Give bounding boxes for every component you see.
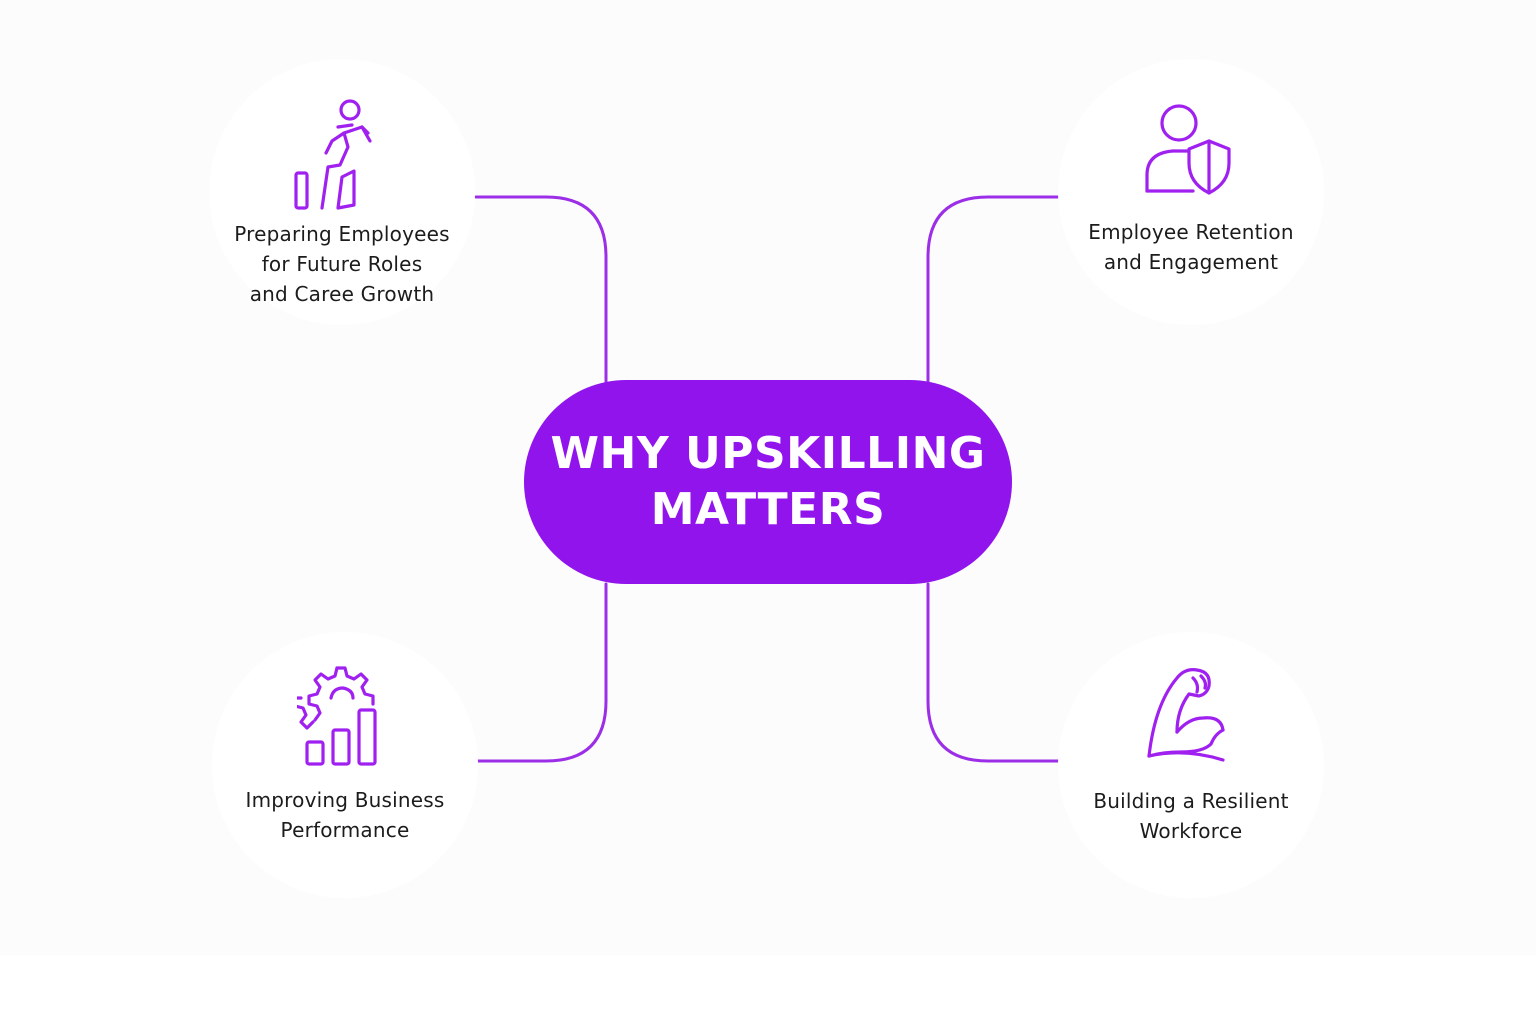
node-improving-business: Improving Business Performance: [212, 632, 478, 898]
label-line: Building a Resilient: [1093, 789, 1289, 813]
connector-top-left: [474, 195, 608, 384]
connector-bottom-right: [926, 582, 1060, 763]
climbing-person-icon: [294, 99, 372, 210]
label-line: Preparing Employees: [234, 222, 450, 246]
person-shield-icon: [1145, 104, 1231, 195]
label-line: Employee Retention: [1088, 220, 1294, 244]
node-label: Employee Retention and Engagement: [1066, 217, 1316, 277]
connector-bottom-left: [476, 582, 608, 763]
connector-top-right: [926, 195, 1060, 384]
flexed-arm-icon: [1147, 668, 1225, 762]
central-title-line: MATTERS: [650, 484, 886, 535]
gear-bar-chart-icon: [297, 666, 377, 766]
label-line: Workforce: [1139, 819, 1243, 843]
label-line: Improving Business: [245, 788, 445, 812]
node-employee-retention: Employee Retention and Engagement: [1058, 59, 1324, 325]
central-title-line: WHY UPSKILLING: [550, 428, 986, 479]
label-line: Performance: [280, 818, 410, 842]
label-line: and Engagement: [1103, 250, 1279, 274]
node-preparing-employees: Preparing Employees for Future Roles and…: [209, 59, 475, 325]
node-building-resilient: Building a Resilient Workforce: [1058, 632, 1324, 898]
node-label: Preparing Employees for Future Roles and…: [217, 219, 467, 309]
central-topic-pill: WHY UPSKILLING MATTERS: [524, 380, 1012, 584]
node-label: Building a Resilient Workforce: [1066, 786, 1316, 846]
node-label: Improving Business Performance: [220, 785, 470, 845]
label-line: for Future Roles: [261, 252, 423, 276]
label-line: and Caree Growth: [249, 282, 435, 306]
